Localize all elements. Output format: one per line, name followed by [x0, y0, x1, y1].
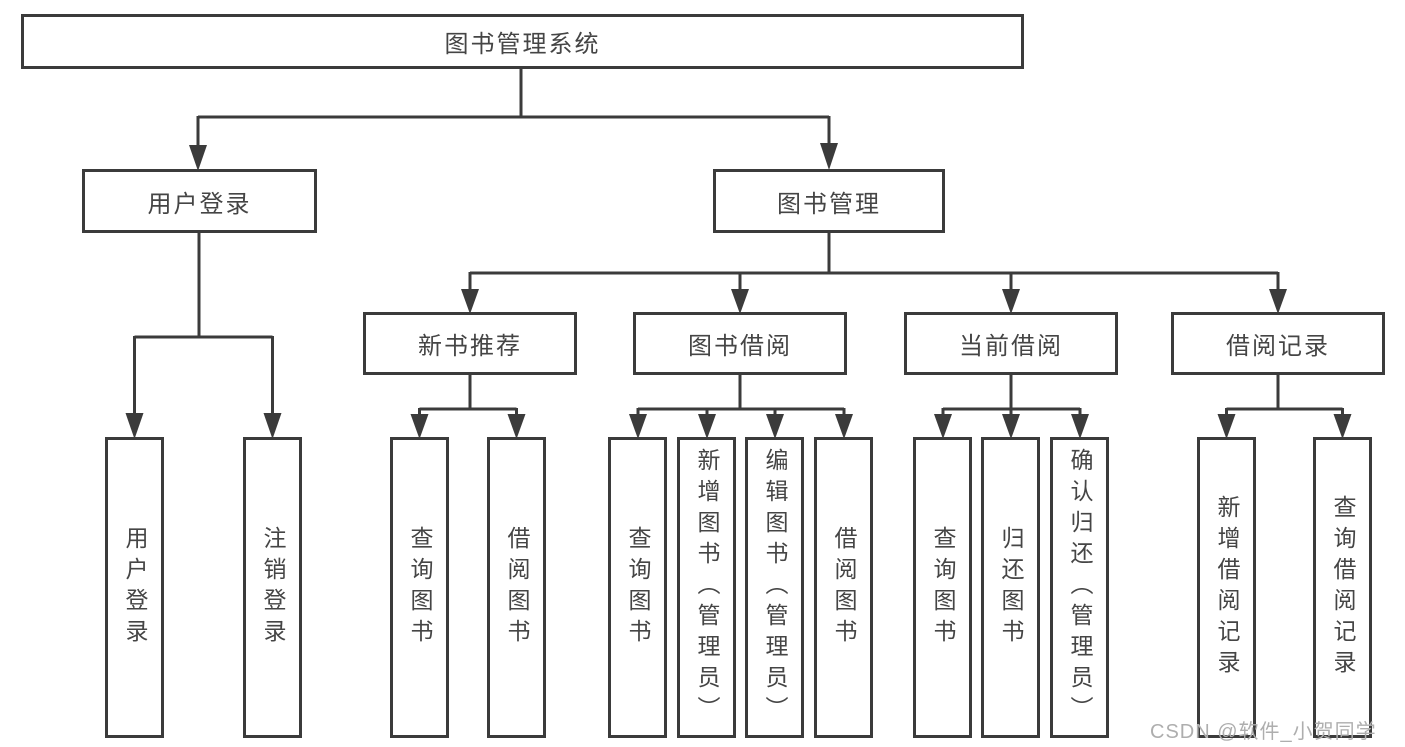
leaf-query-books-current-label: 查询图书 — [930, 525, 956, 650]
leaf-query-borrow-record: 查询借阅记录 — [1313, 437, 1372, 738]
leaf-user-login-label: 用户登录 — [122, 525, 148, 650]
leaf-query-books-current: 查询图书 — [913, 437, 972, 738]
node-root-label: 图书管理系统 — [444, 31, 601, 58]
leaf-add-books-admin: 新增图书（管理员） — [677, 437, 736, 738]
node-book-borrowing: 图书借阅 — [633, 312, 847, 375]
leaf-return-books: 归还图书 — [981, 437, 1040, 738]
leaf-edit-books-admin-label: 编辑图书（管理员） — [762, 448, 788, 727]
watermark: CSDN @软件_小贺同学 — [1150, 721, 1377, 743]
node-new-book-recommend-label: 新书推荐 — [418, 333, 522, 360]
leaf-borrow-books-recommend: 借阅图书 — [487, 437, 546, 738]
leaf-query-books-borrow: 查询图书 — [608, 437, 667, 738]
leaf-borrow-books: 借阅图书 — [814, 437, 873, 738]
node-root: 图书管理系统 — [21, 14, 1024, 69]
node-book-management: 图书管理 — [713, 169, 945, 233]
leaf-query-books-recommend-label: 查询图书 — [407, 525, 433, 650]
leaf-query-books-borrow-label: 查询图书 — [625, 525, 651, 650]
node-new-book-recommend: 新书推荐 — [363, 312, 577, 375]
node-book-management-label: 图书管理 — [777, 190, 881, 218]
leaf-logout: 注销登录 — [243, 437, 302, 738]
node-current-borrowing: 当前借阅 — [904, 312, 1118, 375]
leaf-confirm-return-admin-label: 确认归还（管理员） — [1067, 448, 1093, 727]
node-book-borrowing-label: 图书借阅 — [688, 333, 792, 360]
node-user-login: 用户登录 — [82, 169, 317, 233]
leaf-borrow-books-label: 借阅图书 — [831, 525, 857, 650]
leaf-query-books-recommend: 查询图书 — [390, 437, 449, 738]
leaf-return-books-label: 归还图书 — [998, 525, 1024, 650]
leaf-edit-books-admin: 编辑图书（管理员） — [745, 437, 804, 738]
leaf-query-borrow-record-label: 查询借阅记录 — [1330, 494, 1356, 681]
node-borrow-records: 借阅记录 — [1171, 312, 1385, 375]
node-borrow-records-label: 借阅记录 — [1226, 333, 1330, 360]
node-user-login-label: 用户登录 — [147, 190, 252, 218]
leaf-add-borrow-record-label: 新增借阅记录 — [1214, 494, 1240, 681]
leaf-add-books-admin-label: 新增图书（管理员） — [694, 448, 720, 727]
leaf-user-login: 用户登录 — [105, 437, 164, 738]
leaf-add-borrow-record: 新增借阅记录 — [1197, 437, 1256, 738]
leaf-logout-label: 注销登录 — [260, 525, 286, 650]
leaf-confirm-return-admin: 确认归还（管理员） — [1050, 437, 1109, 738]
node-current-borrowing-label: 当前借阅 — [959, 333, 1063, 360]
leaf-borrow-books-recommend-label: 借阅图书 — [504, 525, 530, 650]
